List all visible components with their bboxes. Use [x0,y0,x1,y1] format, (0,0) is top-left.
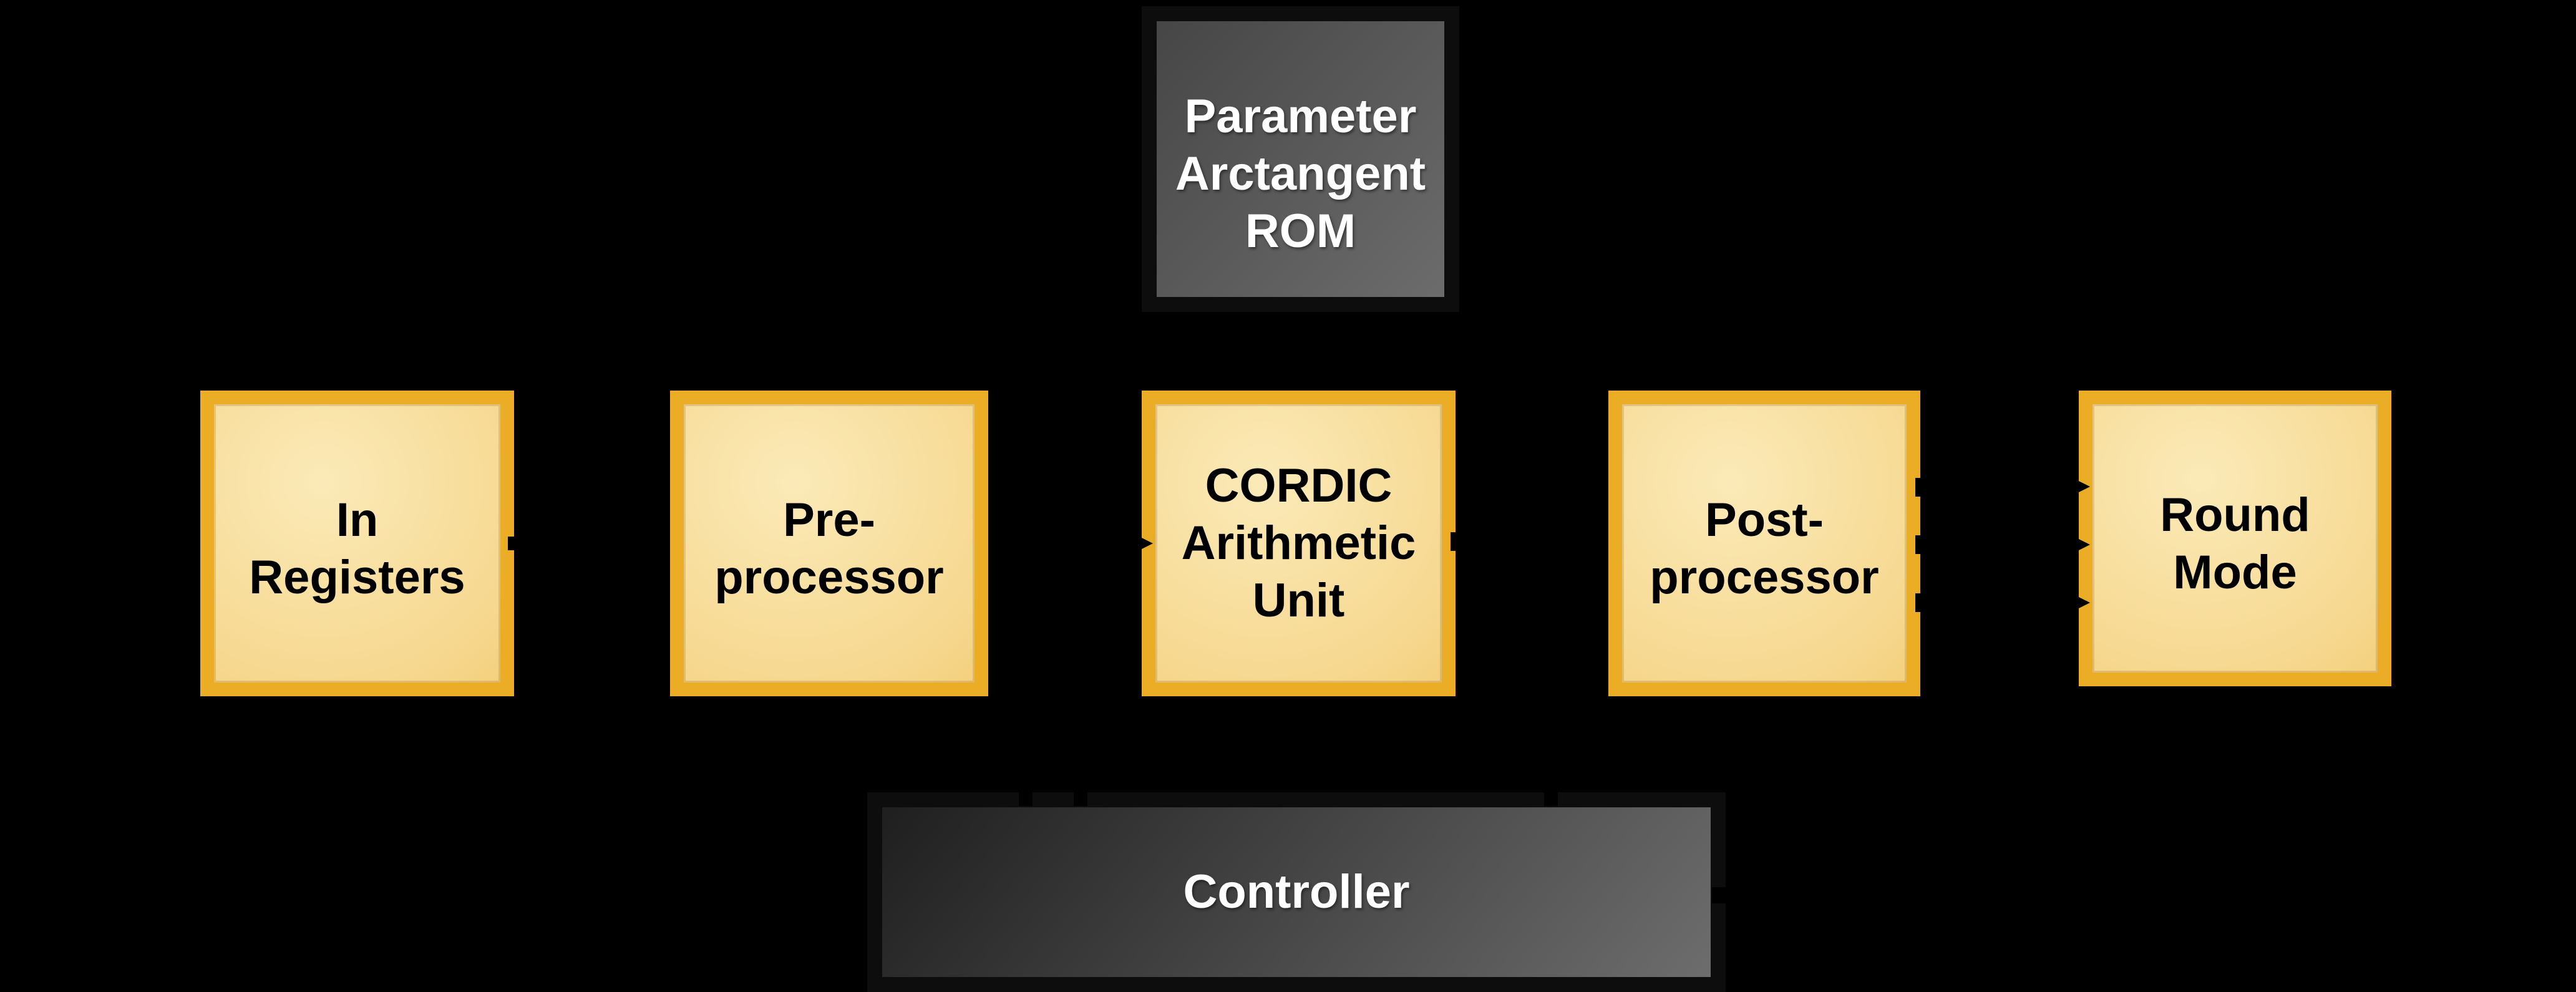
stub-post-processor-output-3 [1915,593,1929,612]
pre-processor-label: Pre- processor [714,494,944,604]
cordic-label: CORDIC Arithmetic Unit [1181,459,1416,627]
wire-in-registers-to-pre-processor [514,537,670,543]
stub-controller-top-3 [1544,779,1558,806]
round-mode-label: Round Mode [2160,489,2310,599]
wire-pre-processor-to-cordic [988,537,1142,543]
rom-label: Parameter Arctangent ROM [1175,90,1426,258]
block-in-registers: In Registers [200,391,514,696]
block-cordic-arithmetic-unit: CORDIC Arithmetic Unit [1142,391,1456,696]
stub-cordic-output [1451,532,1464,551]
stub-controller-top-1 [1019,779,1033,806]
wire-post-processor-to-round-mode-2 [1920,542,2079,548]
wire-rom-to-cordic [1296,312,1302,391]
wire-post-processor-to-round-mode-1 [1920,484,2079,490]
arrowhead-icon-into-round-mode-2 [2064,532,2090,558]
arrowhead-icon-into-round-mode-1 [2064,474,2090,500]
block-pre-processor: Pre- processor [670,391,988,696]
wire-cordic-to-post-processor [1456,537,1608,543]
stub-post-processor-output-2 [1915,535,1929,554]
controller-label: Controller [1183,865,1410,918]
block-controller: Controller [867,792,1726,992]
stub-controller-right [1712,887,1737,903]
block-post-processor: Post- processor [1608,391,1920,696]
arrowhead-icon-into-cordic [1127,530,1153,557]
arrowhead-icon-into-round-mode-3 [2064,590,2090,616]
in-registers-label: In Registers [249,494,465,604]
post-processor-label: Post- processor [1650,494,1879,604]
stub-controller-top-2 [1074,779,1087,806]
block-parameter-arctangent-rom: Parameter Arctangent ROM [1142,6,1459,312]
stub-in-registers-output [508,537,519,550]
stub-post-processor-output-1 [1915,478,1929,497]
wire-post-processor-to-round-mode-3 [1920,600,2079,606]
block-round-mode: Round Mode [2079,391,2391,686]
